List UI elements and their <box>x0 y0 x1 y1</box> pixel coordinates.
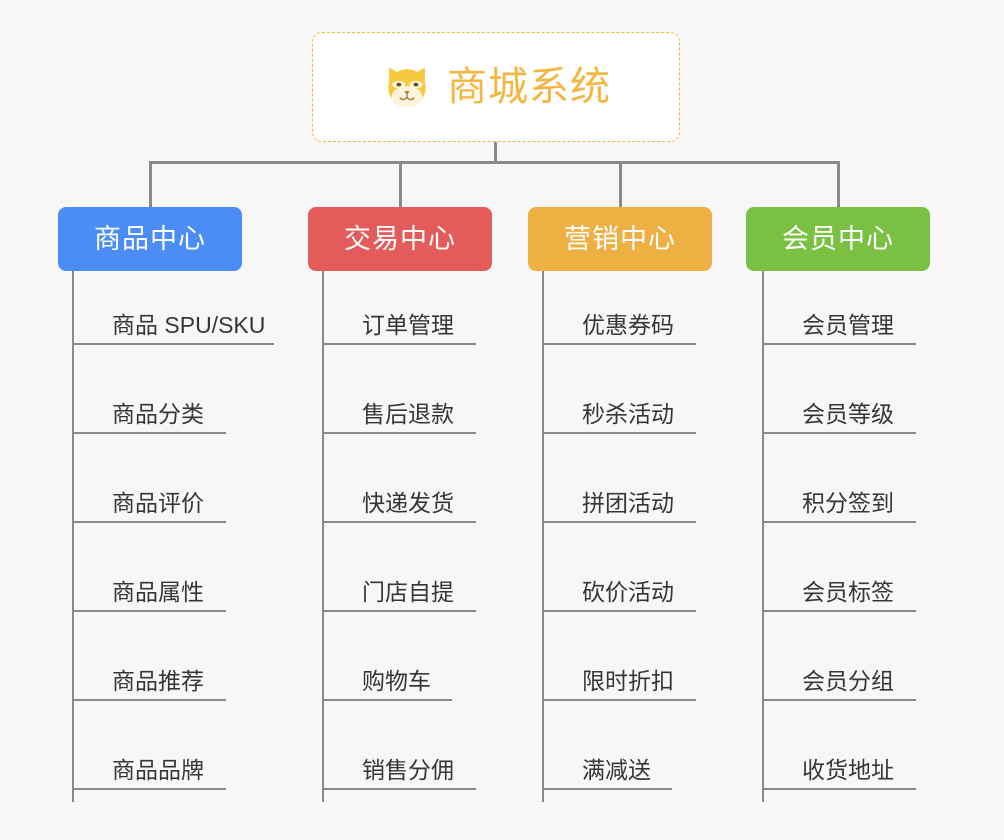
leaf-item[interactable]: 订单管理 <box>322 275 476 345</box>
leaf-item[interactable]: 商品品牌 <box>72 720 226 790</box>
leaf-label: 商品分类 <box>112 401 204 427</box>
category-box-trade-center[interactable]: 交易中心 <box>308 207 492 271</box>
leaf-item[interactable]: 商品推荐 <box>72 631 226 701</box>
leaf-label: 拼团活动 <box>582 490 674 516</box>
category-box-member-center[interactable]: 会员中心 <box>746 207 930 271</box>
leaf-label: 售后退款 <box>362 401 454 427</box>
category-label: 交易中心 <box>344 223 456 254</box>
leaf-spine <box>762 271 764 802</box>
leaf-item[interactable]: 拼团活动 <box>542 453 696 523</box>
leaf-item[interactable]: 收货地址 <box>762 720 916 790</box>
leaf-item[interactable]: 快递发货 <box>322 453 476 523</box>
connector-drop-1 <box>149 161 152 207</box>
leaf-label: 砍价活动 <box>582 579 674 605</box>
category-label: 营销中心 <box>564 223 676 254</box>
leaf-item[interactable]: 积分签到 <box>762 453 916 523</box>
root-node-mall-system[interactable]: 商城系统 <box>312 32 680 142</box>
leaf-label: 积分签到 <box>802 490 894 516</box>
leaf-spine <box>322 271 324 802</box>
leaf-label: 会员分组 <box>802 668 894 694</box>
connector-drop-4 <box>837 161 840 207</box>
leaf-label: 销售分佣 <box>362 757 454 783</box>
leaf-item[interactable]: 会员标签 <box>762 542 916 612</box>
leaf-spine <box>542 271 544 802</box>
leaf-label: 会员标签 <box>802 579 894 605</box>
leaf-item[interactable]: 商品属性 <box>72 542 226 612</box>
category-label: 商品中心 <box>94 223 206 254</box>
shiba-dog-icon <box>388 67 426 108</box>
leaf-label: 门店自提 <box>362 579 454 605</box>
connector-drop-3 <box>619 161 622 207</box>
leaf-label: 优惠券码 <box>582 312 674 338</box>
leaf-label: 订单管理 <box>362 312 454 338</box>
connector-horizontal-bus <box>149 161 840 164</box>
leaf-item[interactable]: 砍价活动 <box>542 542 696 612</box>
root-title: 商城系统 <box>447 65 611 109</box>
connector-root-stem <box>494 142 497 163</box>
leaf-label: 商品推荐 <box>112 668 204 694</box>
leaf-item[interactable]: 限时折扣 <box>542 631 696 701</box>
leaf-label: 收货地址 <box>802 757 894 783</box>
leaf-label: 商品评价 <box>112 490 204 516</box>
leaf-label: 满减送 <box>582 757 651 783</box>
category-box-marketing-center[interactable]: 营销中心 <box>528 207 712 271</box>
leaf-label: 商品属性 <box>112 579 204 605</box>
leaf-item[interactable]: 购物车 <box>322 631 452 701</box>
leaf-spine <box>72 271 74 802</box>
leaf-item[interactable]: 会员分组 <box>762 631 916 701</box>
leaf-item[interactable]: 销售分佣 <box>322 720 476 790</box>
leaf-item[interactable]: 售后退款 <box>322 364 476 434</box>
leaf-item[interactable]: 商品 SPU/SKU <box>72 275 274 345</box>
category-box-product-center[interactable]: 商品中心 <box>58 207 242 271</box>
leaf-item[interactable]: 优惠券码 <box>542 275 696 345</box>
leaf-label: 商品 SPU/SKU <box>112 312 266 338</box>
leaf-label: 商品品牌 <box>112 757 204 783</box>
leaf-label: 秒杀活动 <box>582 401 674 427</box>
leaf-label: 快递发货 <box>362 490 454 516</box>
leaf-item[interactable]: 门店自提 <box>322 542 476 612</box>
leaf-item[interactable]: 会员等级 <box>762 364 916 434</box>
connector-drop-2 <box>399 161 402 207</box>
leaf-label: 限时折扣 <box>582 668 674 694</box>
leaf-item[interactable]: 满减送 <box>542 720 672 790</box>
leaf-item[interactable]: 商品分类 <box>72 364 226 434</box>
leaf-label: 会员等级 <box>802 401 894 427</box>
leaf-item[interactable]: 商品评价 <box>72 453 226 523</box>
leaf-label: 会员管理 <box>802 312 894 338</box>
category-label: 会员中心 <box>782 223 894 254</box>
leaf-item[interactable]: 会员管理 <box>762 275 916 345</box>
leaf-item[interactable]: 秒杀活动 <box>542 364 696 434</box>
leaf-label: 购物车 <box>362 668 431 694</box>
